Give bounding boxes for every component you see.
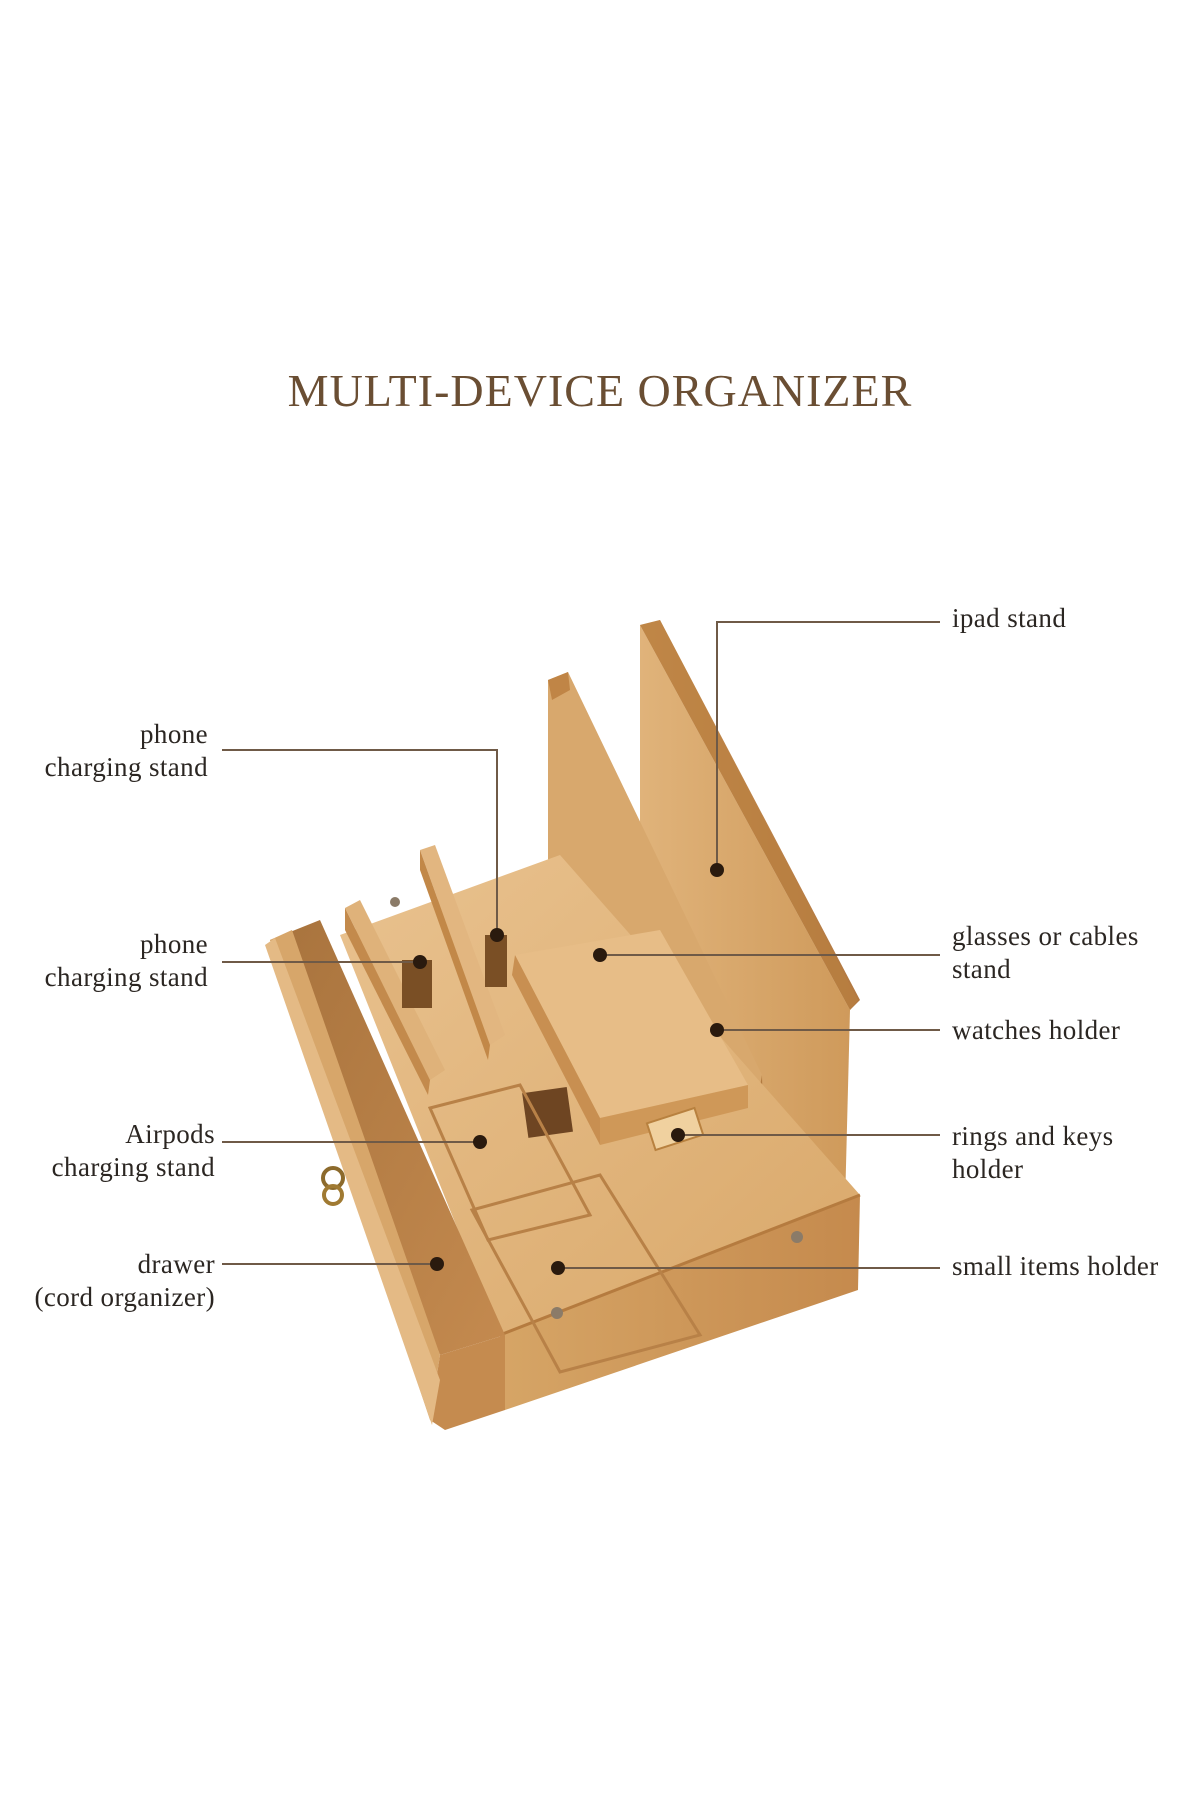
callout-rings-and-keys-holder: rings and keys holder bbox=[952, 1120, 1114, 1186]
callout-line: Airpods bbox=[125, 1119, 215, 1149]
callout-glasses-or-cables-stand: glasses or cables stand bbox=[952, 920, 1139, 986]
airpods-cutout bbox=[522, 1087, 573, 1138]
callout-line: glasses or cables bbox=[952, 921, 1139, 951]
callout-ipad-stand: ipad stand bbox=[952, 602, 1066, 635]
page-title: MULTI-DEVICE ORGANIZER bbox=[287, 365, 913, 416]
callout-drawer-cord-organizer: drawer (cord organizer) bbox=[34, 1248, 215, 1314]
phone-stand-slats bbox=[345, 845, 507, 1095]
leader-line-phone-charging-stand-1 bbox=[222, 749, 498, 935]
leader-dot-airpods-charging-stand bbox=[473, 1135, 487, 1149]
callout-phone-charging-stand-1: phone charging stand bbox=[45, 718, 208, 784]
leader-dot-glasses-or-cables-stand bbox=[593, 948, 607, 962]
leader-dot-ipad-stand bbox=[710, 863, 724, 877]
callout-line: charging stand bbox=[51, 1152, 215, 1182]
callout-line: (cord organizer) bbox=[34, 1282, 215, 1312]
callout-line: rings and keys bbox=[952, 1121, 1114, 1151]
callout-airpods-charging-stand: Airpods charging stand bbox=[52, 1118, 215, 1184]
callout-line: phone bbox=[140, 719, 208, 749]
compartment-outlines bbox=[427, 1083, 703, 1374]
callout-phone-charging-stand-2: phone charging stand bbox=[45, 928, 208, 994]
leader-dot-phone-charging-stand-2 bbox=[413, 955, 427, 969]
drawer bbox=[265, 920, 505, 1430]
callout-line: charging stand bbox=[44, 962, 208, 992]
callout-line: phone bbox=[140, 929, 208, 959]
leader-dot-drawer-cord-organizer bbox=[430, 1257, 444, 1271]
callout-line: charging stand bbox=[44, 752, 208, 782]
leader-dot-rings-and-keys-holder bbox=[671, 1128, 685, 1142]
callout-small-items-holder: small items holder bbox=[952, 1250, 1159, 1283]
callout-line: ipad stand bbox=[952, 603, 1067, 633]
leader-dot-watches-holder bbox=[710, 1023, 724, 1037]
callout-watches-holder: watches holder bbox=[952, 1014, 1120, 1047]
leader-dot-phone-charging-stand-1 bbox=[490, 928, 504, 942]
callout-line: watches holder bbox=[952, 1015, 1121, 1045]
callout-line: holder bbox=[952, 1154, 1024, 1184]
leader-dot-small-items-holder bbox=[551, 1261, 565, 1275]
callout-line: small items holder bbox=[952, 1251, 1159, 1281]
leader-line-ipad-stand bbox=[716, 621, 940, 870]
callout-line: drawer bbox=[137, 1249, 215, 1279]
callout-line: stand bbox=[952, 954, 1011, 984]
screws bbox=[390, 897, 803, 1319]
